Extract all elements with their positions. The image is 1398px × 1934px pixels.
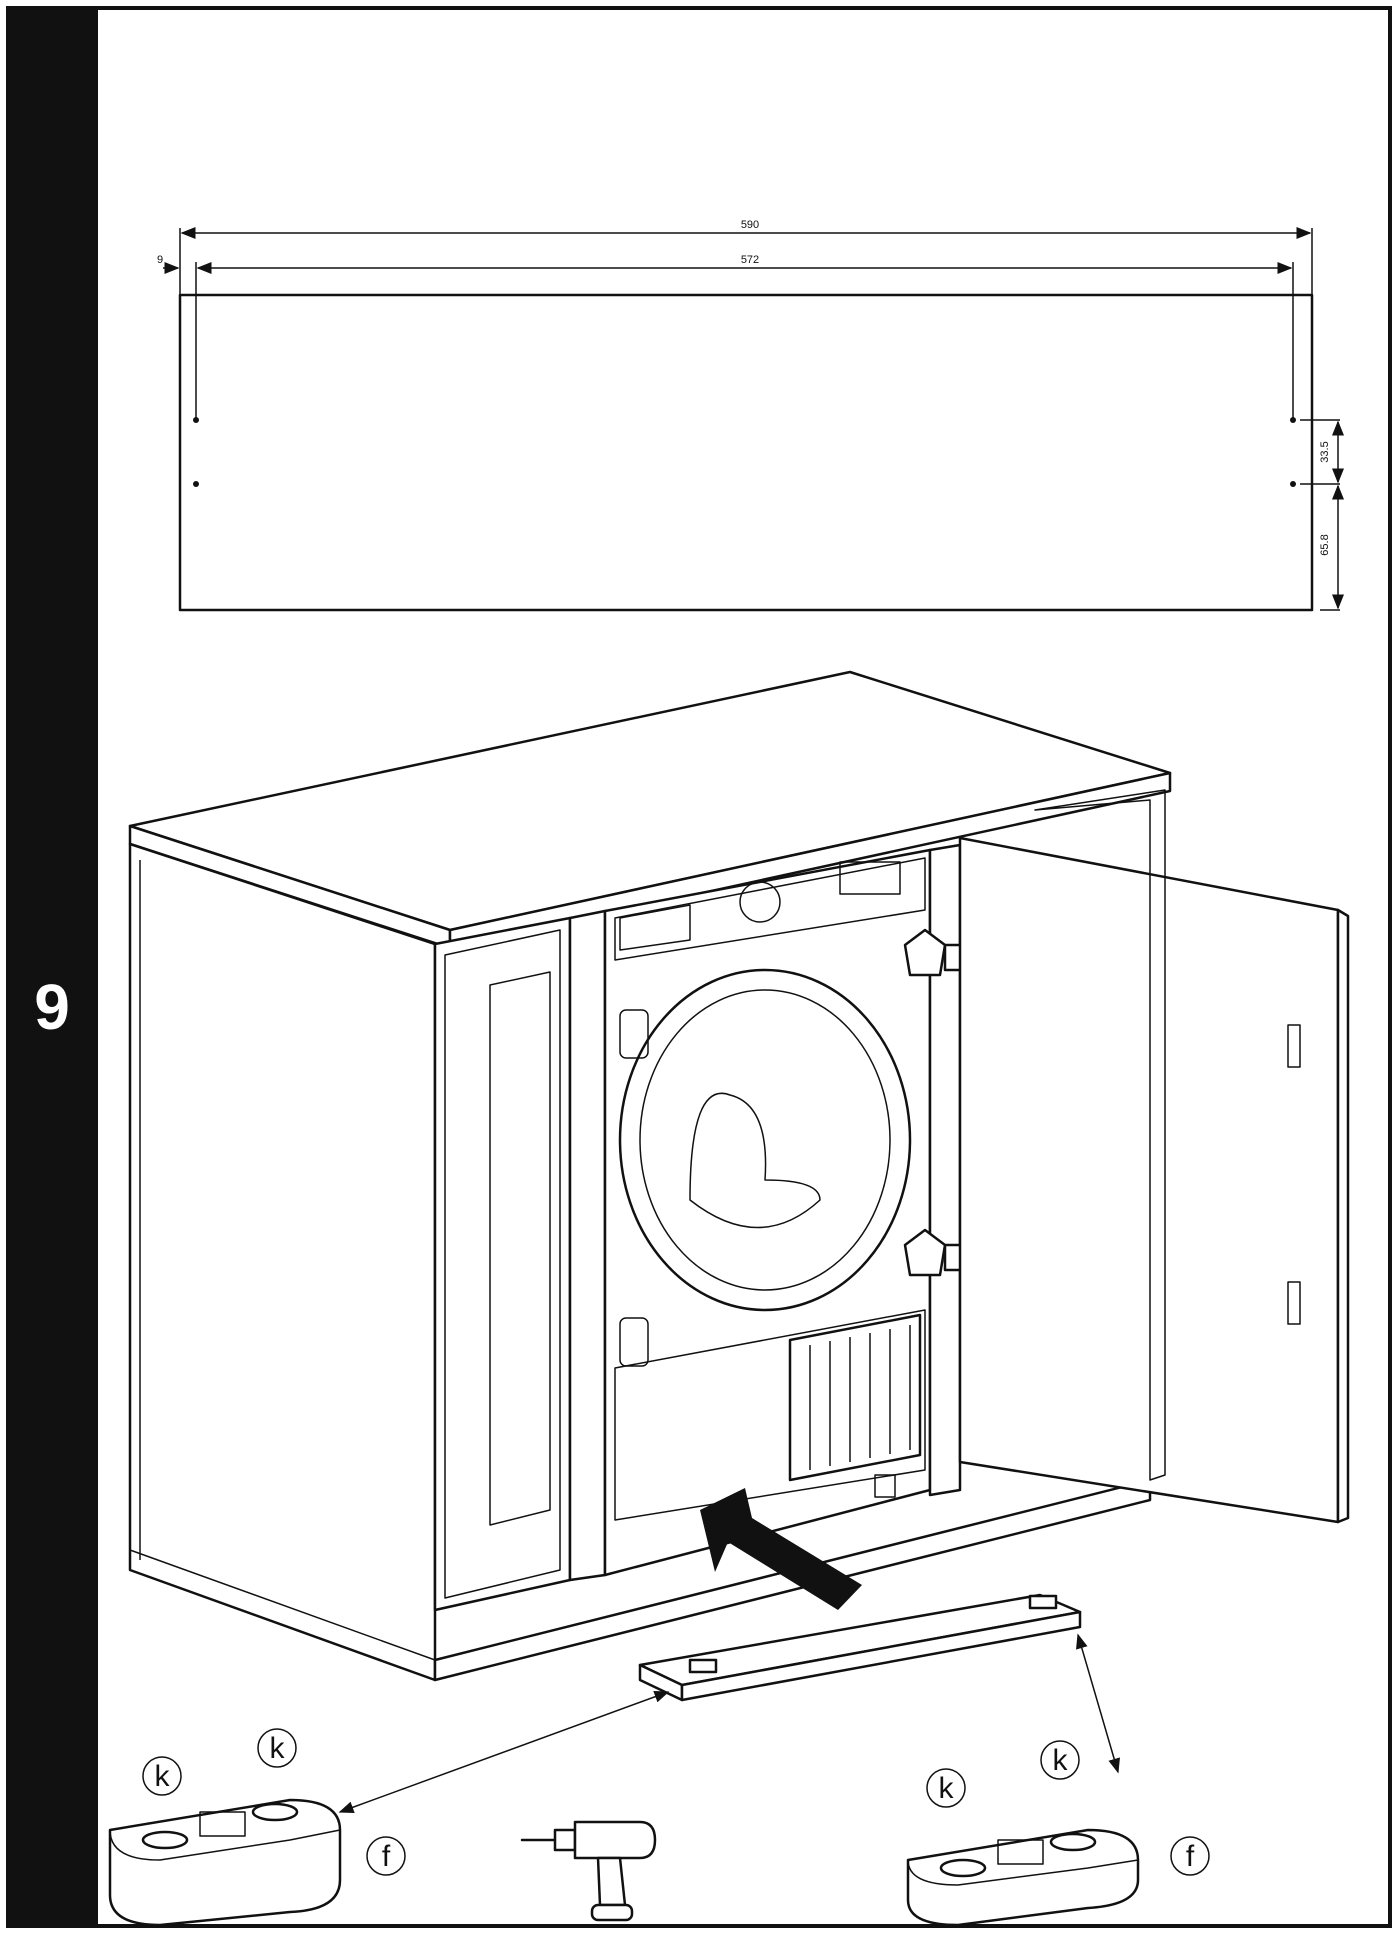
dryer-door-glass: [639, 989, 891, 1291]
adjustable-foot: [874, 1474, 896, 1498]
foot-bracket-right: [906, 1828, 1140, 1927]
dimension-label-65-8: 65.8: [1319, 534, 1331, 555]
part-label-circle: [1040, 1740, 1080, 1780]
part-label-k: k: [939, 1772, 955, 1805]
hole-marker: [1290, 481, 1296, 487]
plinth-clip: [688, 1658, 718, 1674]
part-label-circle: [366, 1836, 406, 1876]
button-panel: [839, 861, 901, 895]
part-label-circle: [257, 1728, 297, 1768]
hole-marker: [193, 481, 199, 487]
dryer-control-panel: [614, 857, 926, 961]
part-label-k: k: [155, 1760, 171, 1793]
cabinet-illustration: [128, 670, 1350, 1682]
part-label-k: k: [1053, 1744, 1069, 1777]
vent-grille: [788, 1313, 922, 1482]
plinth-board: [638, 1593, 1082, 1702]
dryer-body: [603, 848, 932, 1577]
screw-head: [141, 1830, 189, 1850]
door-hinge-plate: [1287, 1281, 1301, 1325]
hinge-mount: [619, 1009, 649, 1059]
screw-head: [1049, 1832, 1097, 1852]
connection-arrow-right: [1076, 1633, 1120, 1774]
drum-interior: [689, 1092, 821, 1229]
water-drawer: [619, 904, 691, 951]
dimension-label-33-5: 33.5: [1319, 441, 1331, 462]
plinth-panel-drawing: 590 572 9 33.5 65.8: [157, 219, 1344, 612]
step-sidebar: [6, 6, 98, 1928]
part-label-k: k: [270, 1732, 286, 1765]
part-label-circle: [142, 1756, 182, 1796]
plinth-panel-outline: [178, 293, 1314, 612]
dimension-label-572: 572: [741, 254, 759, 266]
cabinet-left-side: [128, 842, 437, 1682]
dryer-door-outer: [618, 968, 912, 1312]
foot-bracket-left: [108, 1798, 342, 1927]
cabinet-door-open: [958, 836, 1340, 1524]
hinge-mount: [619, 1317, 649, 1367]
part-label-circle: [926, 1768, 966, 1808]
screw-head: [251, 1802, 299, 1822]
dial-knob: [739, 881, 781, 923]
screw-head: [939, 1858, 987, 1878]
door-hinge-plate: [1287, 1024, 1301, 1068]
dimension-label-9: 9: [157, 254, 163, 266]
hole-marker: [193, 417, 199, 423]
part-label-circle: [1170, 1836, 1210, 1876]
part-label-f: f: [382, 1840, 391, 1873]
push-arrow-icon: [700, 1488, 862, 1610]
vent-grille-slots: [809, 1325, 911, 1470]
step-number: 9: [34, 971, 70, 1043]
hole-marker: [1290, 417, 1296, 423]
plinth-clip: [1028, 1594, 1058, 1610]
dimension-label-590: 590: [741, 219, 759, 231]
part-label-f: f: [1186, 1840, 1195, 1873]
drill-icon: [520, 1820, 657, 1922]
connection-arrow-left: [338, 1691, 670, 1813]
